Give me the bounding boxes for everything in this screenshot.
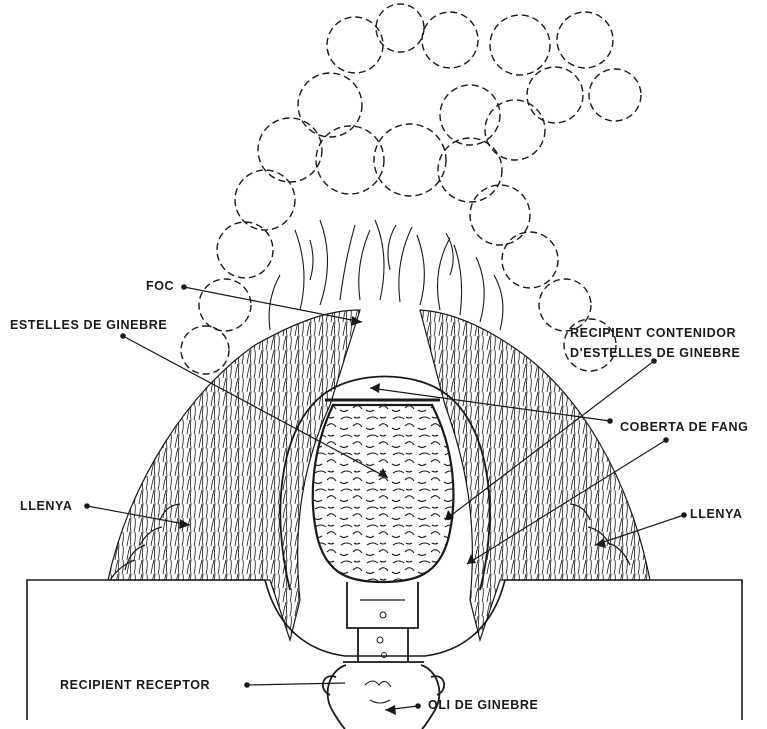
label-llenya-right: LLENYA bbox=[690, 506, 742, 523]
label-recipient-contenidor-line2: D'ESTELLES DE GINEBRE bbox=[570, 345, 740, 362]
label-llenya-left: LLENYA bbox=[20, 498, 72, 515]
ground-surface bbox=[27, 580, 742, 720]
label-estelles-de-ginebre: ESTELLES DE GINEBRE bbox=[10, 317, 167, 334]
receiver-jar bbox=[323, 662, 444, 729]
container-vessel bbox=[313, 400, 454, 662]
label-coberta-de-fang: COBERTA DE FANG bbox=[620, 419, 748, 436]
fire-flames bbox=[269, 220, 503, 330]
label-recipient-receptor: RECIPIENT RECEPTOR bbox=[60, 677, 210, 694]
smoke-plume bbox=[181, 4, 641, 374]
label-recipient-contenidor-line1: RECIPIENT CONTENIDOR bbox=[570, 325, 736, 342]
label-foc: FOC bbox=[146, 278, 174, 295]
label-oli-de-ginebre: OLI DE GINEBRE bbox=[428, 697, 539, 714]
